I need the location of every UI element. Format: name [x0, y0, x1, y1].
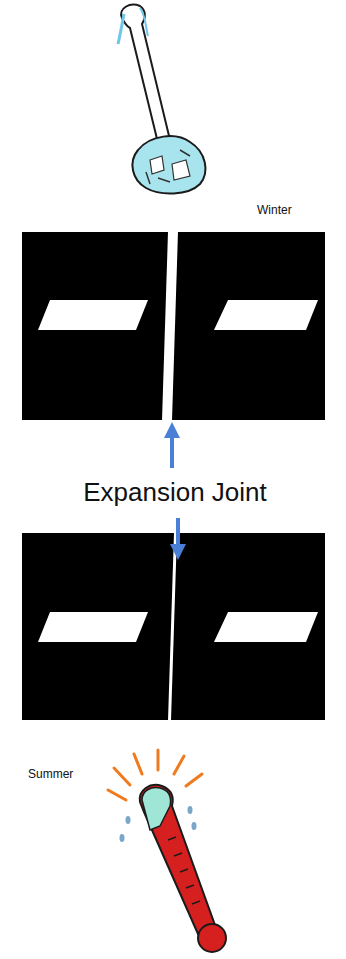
hot-thermometer: [108, 750, 226, 952]
season-label: Winter: [257, 204, 292, 217]
joint-label: Expansion Joint: [83, 478, 267, 507]
frozen-thermometer: [118, 5, 205, 194]
summer-slabs: [22, 533, 325, 720]
winter-slabs: [22, 232, 325, 420]
season-label: Summer: [28, 768, 73, 781]
